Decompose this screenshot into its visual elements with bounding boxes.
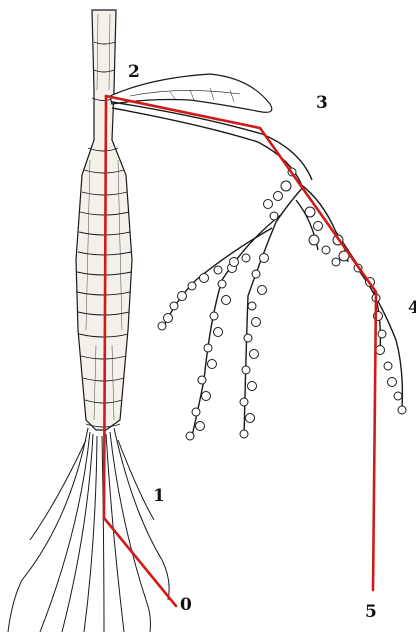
label-2: 2 [128,62,140,82]
label-3: 3 [316,93,328,113]
label-1: 1 [153,486,165,506]
red-path [104,96,376,606]
label-4: 4 [408,298,416,318]
flower-clusters [158,168,406,440]
label-0: 0 [180,595,192,615]
label-5: 5 [365,602,377,622]
red-path-to-5 [106,96,376,590]
roots [8,428,169,632]
